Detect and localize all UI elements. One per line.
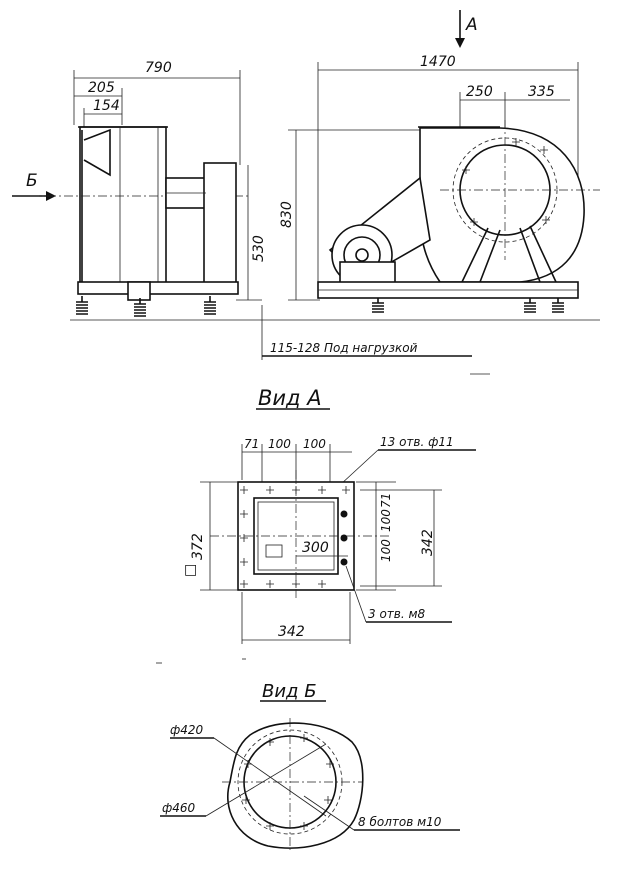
dim-71-top: 71 (244, 437, 259, 451)
dim-342-right: 342 (420, 529, 436, 556)
view-a-arrow-label: А (465, 15, 478, 35)
dim-530: 530 (251, 235, 267, 262)
dim-154: 154 (93, 98, 120, 114)
dim-830: 830 (279, 201, 295, 228)
dim-790: 790 (145, 60, 172, 76)
square-symbol: □ (184, 562, 197, 578)
dim-phi-460: ф460 (162, 801, 196, 815)
dim-1470: 1470 (420, 54, 456, 70)
dim-100-top-2: 100 (303, 437, 326, 451)
front-view: А 1470 250 335 830 (260, 10, 600, 321)
inlet-flange (227, 722, 364, 849)
load-note: 115-128 Под нагрузкой (261, 305, 490, 375)
dim-372: 372 (190, 533, 206, 560)
dim-100-top-1: 100 (268, 437, 291, 451)
tapped-hole-icon (340, 558, 348, 566)
dim-335: 335 (528, 84, 555, 100)
dim-phi-420: ф420 (170, 723, 204, 737)
side-view: 790 205 154 Б (12, 60, 267, 321)
view-b-arrow-label: Б (26, 171, 38, 191)
spring-icon (372, 298, 564, 313)
view-b-title: Вид Б (262, 681, 317, 702)
bolt-cross-icon (242, 734, 334, 830)
load-note-text: 115-128 Под нагрузкой (270, 341, 418, 355)
tapped-hole-icon (340, 534, 348, 542)
view-a-arrow-icon (455, 38, 465, 48)
dim-100-right-1: 100 (379, 509, 393, 532)
tapped-hole-icon (340, 510, 348, 518)
view-b: Вид Б ф420 ф460 8 болтов м10 (160, 681, 460, 850)
tapped-holes-note: 3 отв. м8 (368, 607, 426, 621)
dim-205: 205 (88, 80, 115, 96)
spring-icon (76, 296, 216, 317)
dim-71-right: 71 (379, 493, 393, 508)
bolts-note: 8 болтов м10 (358, 815, 442, 829)
dim-250: 250 (466, 84, 493, 100)
dim-300: 300 (302, 540, 329, 556)
holes-note: 13 отв. ф11 (380, 435, 454, 449)
dim-100-right-2: 100 (379, 539, 393, 562)
bolt-cross-icon (240, 486, 350, 588)
dim-342-bottom: 342 (278, 624, 305, 640)
view-a: Вид А 71 100 100 13 отв. ф11 3 (184, 386, 476, 644)
view-a-title: Вид А (258, 386, 322, 410)
bolt-cross-icon (462, 138, 550, 226)
